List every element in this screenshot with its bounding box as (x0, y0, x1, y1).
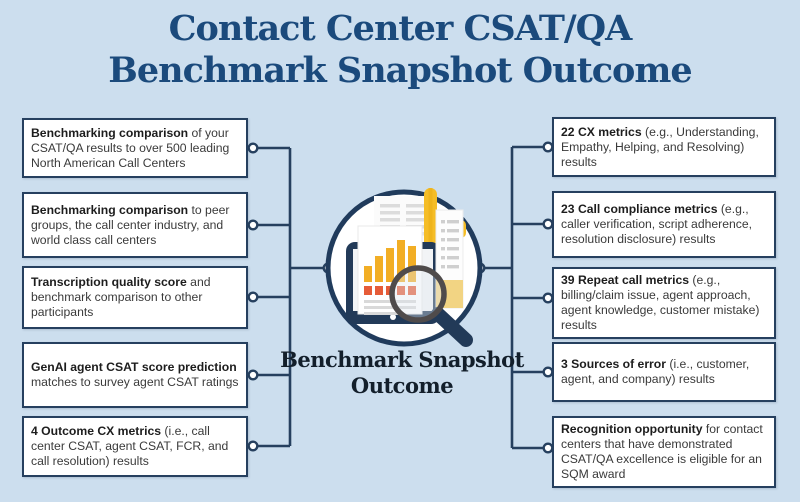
benefit-box-benchmark-500: Benchmarking comparison of your CSAT/QA … (22, 118, 248, 178)
center-caption-line1: Benchmark Snapshot (280, 347, 524, 372)
benefit-box-peer-groups: Benchmarking comparison to peer groups, … (22, 192, 248, 258)
magnifier-icon (389, 265, 473, 347)
box-rest-text: (i.e., call center CSAT, agent CSAT, FCR… (31, 424, 229, 468)
box-bold-text: 39 Repeat call metrics (561, 273, 690, 287)
benefit-box-outcome-cx-metrics: 4 Outcome CX metrics (i.e., call center … (22, 416, 248, 477)
box-bold-text: 22 CX metrics (561, 124, 642, 139)
benefit-box-repeat-call-metrics: 39 Repeat call metrics (e.g., billing/cl… (552, 267, 776, 339)
center-caption-line2: Outcome (350, 373, 454, 399)
box-rest-text: to peer groups, the call center industry… (31, 202, 230, 247)
benefit-box-genai-prediction: GenAI agent CSAT score prediction matche… (22, 342, 248, 408)
benefit-box-recognition: Recognition opportunity for contact cent… (552, 416, 776, 488)
box-rest-text: and benchmark comparison to other partic… (31, 275, 211, 319)
box-bold-text: Transcription quality score (31, 275, 187, 289)
box-bold-text: GenAI agent CSAT score prediction (31, 360, 237, 374)
box-bold-text: Recognition opportunity (561, 422, 703, 436)
benefit-box-sources-of-error: 3 Sources of error (i.e., customer, agen… (552, 342, 776, 402)
page-title-line2: Benchmark Snapshot Outcome (108, 50, 692, 91)
box-rest-text: (e.g., caller verification, script adher… (561, 202, 753, 246)
center-caption: Benchmark Snapshot Outcome (270, 347, 534, 400)
box-rest-text: (e.g., Understanding, Empathy, Helping, … (561, 124, 759, 169)
box-rest-text: of your CSAT/QA results to over 500 lead… (31, 125, 230, 170)
box-bold-text: 23 Call compliance metrics (561, 202, 718, 216)
page-title: Contact Center CSAT/QA Benchmark Snapsho… (0, 8, 800, 92)
box-bold-text: 4 Outcome CX metrics (31, 424, 162, 438)
receipt-icon (435, 209, 466, 309)
benchmark-illustration (325, 188, 483, 347)
box-bold-text: 3 Sources of error (561, 357, 666, 371)
box-bold-text: Benchmarking comparison (31, 125, 189, 140)
box-bold-text: Benchmarking comparison (31, 202, 189, 217)
benefit-box-call-compliance: 23 Call compliance metrics (e.g., caller… (552, 191, 776, 258)
benefit-box-cx-metrics: 22 CX metrics (e.g., Understanding, Empa… (552, 117, 776, 177)
benefit-box-transcription-quality: Transcription quality score and benchmar… (22, 266, 248, 329)
page-title-line1: Contact Center CSAT/QA (168, 8, 633, 49)
box-rest-text: (e.g., billing/claim issue, agent approa… (561, 273, 760, 332)
box-rest-text: for contact centers that have demonstrat… (561, 422, 763, 481)
connector-paths (253, 145, 548, 450)
box-rest-text: (i.e., customer, agent, and company) res… (561, 357, 750, 386)
box-rest-text: matches to survey agent CSAT ratings (31, 375, 239, 389)
